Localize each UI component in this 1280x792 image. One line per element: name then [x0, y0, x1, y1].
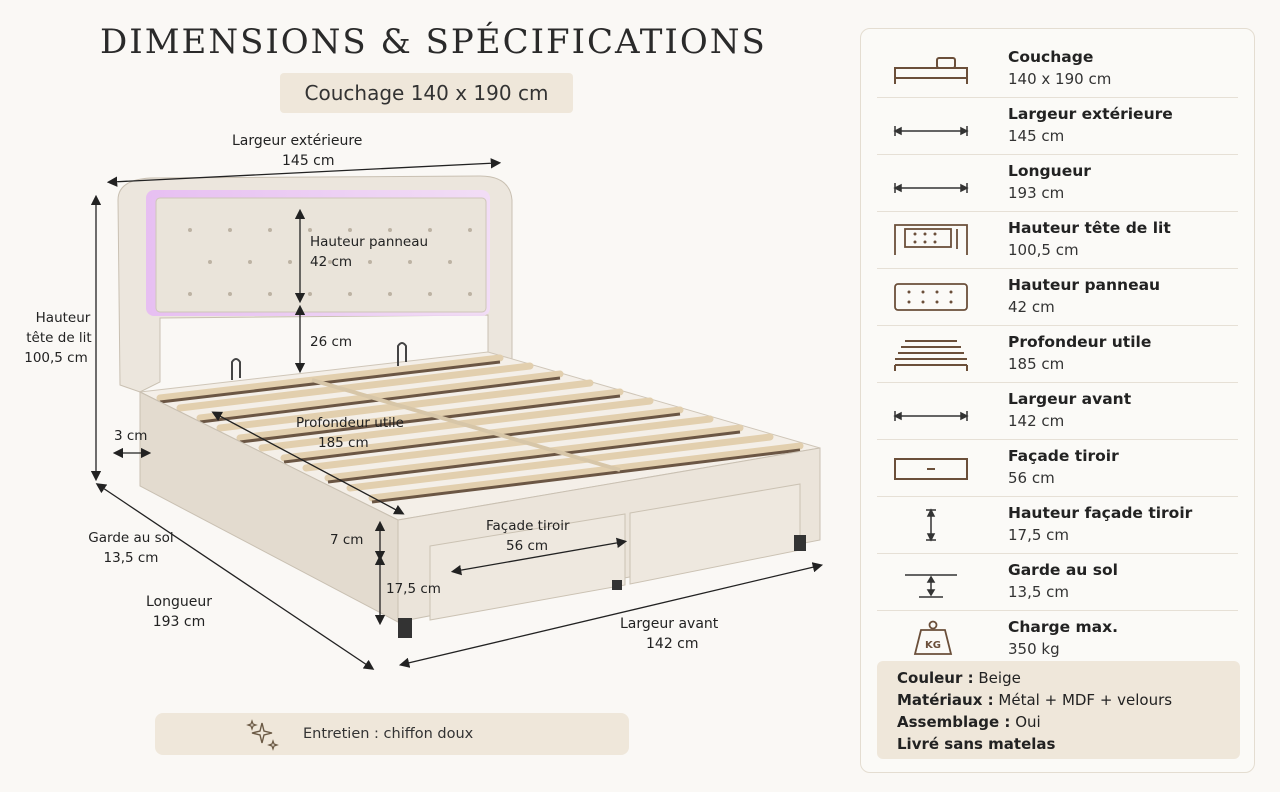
spec-name: Charge max. — [1008, 618, 1119, 636]
spec-row-facade-tiroir: Façade tiroir 56 cm — [877, 440, 1238, 497]
page-title: DIMENSIONS & SPÉCIFICATIONS — [100, 22, 767, 62]
spec-row-largeur-exterieure: Largeur extérieure 145 cm — [877, 98, 1238, 155]
usable-depth-value: 185 cm — [318, 435, 369, 451]
spec-panel: Couchage 140 x 190 cm Largeur extérieure… — [860, 28, 1255, 773]
color-label: Couleur : — [897, 669, 974, 687]
spec-value: 100,5 cm — [1008, 241, 1079, 259]
delivery-note: Livré sans matelas — [897, 735, 1056, 753]
ground-clearance-value: 13,5 cm — [103, 550, 159, 566]
spec-value: 13,5 cm — [1008, 583, 1070, 601]
material-label: Matériaux : — [897, 691, 994, 709]
vertical-arrow-icon — [926, 508, 936, 542]
clearance-icon — [905, 574, 957, 598]
headboard-icon — [894, 224, 968, 255]
width-arrow-icon — [893, 126, 969, 136]
width-outer-value: 145 cm — [282, 153, 335, 169]
top-rail-value: 7 cm — [330, 532, 364, 548]
couchage-badge: Couchage 140 x 190 cm — [280, 73, 573, 113]
spec-row-couchage: Couchage 140 x 190 cm — [877, 41, 1238, 98]
color-line: Couleur : Beige — [897, 667, 1220, 689]
spec-row-garde-sol: Garde au sol 13,5 cm — [877, 554, 1238, 611]
panel-icon — [894, 283, 968, 311]
panel-height-value: 42 cm — [310, 254, 353, 270]
spec-value: 185 cm — [1008, 355, 1065, 373]
material-value: Métal + MDF + velours — [998, 691, 1173, 709]
delivery-line: Livré sans matelas — [897, 733, 1220, 755]
spec-value: 193 cm — [1008, 184, 1065, 202]
material-line: Matériaux : Métal + MDF + velours — [897, 689, 1220, 711]
front-width-icon — [893, 411, 969, 421]
sparkle-icon — [246, 719, 279, 751]
spec-row-longueur: Longueur 193 cm — [877, 155, 1238, 212]
drawer-height-value: 17,5 cm — [386, 581, 441, 597]
headboard-height-label: Hauteur — [35, 310, 91, 326]
spec-row-hauteur-tete: Hauteur tête de lit 100,5 cm — [877, 212, 1238, 269]
spec-value: 145 cm — [1008, 127, 1065, 145]
spec-name: Largeur avant — [1008, 390, 1132, 408]
spec-name: Largeur extérieure — [1008, 105, 1173, 123]
spec-name: Hauteur panneau — [1008, 276, 1161, 294]
headboard-height-value: 100,5 cm — [24, 350, 88, 366]
spec-name: Profondeur utile — [1008, 333, 1152, 351]
assembly-label: Assemblage : — [897, 713, 1011, 731]
assembly-line: Assemblage : Oui — [897, 711, 1220, 733]
spec-name: Couchage — [1008, 48, 1094, 66]
spec-name: Hauteur façade tiroir — [1008, 504, 1193, 522]
gap-value: 26 cm — [310, 334, 353, 350]
spec-value: 140 x 190 cm — [1008, 70, 1112, 88]
weight-icon-text: KG — [925, 640, 941, 651]
ground-clearance-label: Garde au sol — [88, 530, 174, 546]
spec-name: Façade tiroir — [1008, 447, 1119, 465]
spec-name: Garde au sol — [1008, 561, 1118, 579]
color-value: Beige — [978, 669, 1021, 687]
spec-value: 17,5 cm — [1008, 526, 1070, 544]
product-info-box: Couleur : Beige Matériaux : Métal + MDF … — [877, 661, 1240, 759]
assembly-value: Oui — [1015, 713, 1041, 731]
spec-value: 56 cm — [1008, 469, 1055, 487]
slats-icon — [894, 340, 968, 371]
bed-illustration — [90, 158, 824, 670]
panel-height-label: Hauteur panneau — [310, 234, 429, 250]
spec-row-charge: KG Charge max. 350 kg — [877, 611, 1238, 668]
care-banner: Entretien : chiffon doux — [155, 713, 629, 755]
bed-icon — [894, 57, 968, 84]
length-value: 193 cm — [152, 614, 206, 630]
weight-icon: KG — [913, 620, 953, 655]
length-arrow-icon — [893, 183, 969, 193]
spec-row-hauteur-panneau: Hauteur panneau 42 cm — [877, 269, 1238, 326]
spec-row-hauteur-facade: Hauteur façade tiroir 17,5 cm — [877, 497, 1238, 554]
headboard-height-label2: tête de lit — [26, 330, 92, 346]
usable-depth-label: Profondeur utile — [296, 415, 404, 431]
spec-value: 42 cm — [1008, 298, 1055, 316]
front-width-label: Largeur avant — [620, 616, 719, 632]
side-thickness: 3 cm — [114, 428, 148, 444]
drawer-icon — [894, 458, 968, 480]
spec-value: 350 kg — [1008, 640, 1060, 658]
drawer-front-value: 56 cm — [506, 538, 549, 554]
bed-diagram: Largeur extérieure 145 cm Hauteur tête d… — [0, 120, 850, 680]
front-width-value: 142 cm — [646, 636, 699, 652]
width-outer-label: Largeur extérieure — [232, 133, 363, 149]
spec-row-largeur-avant: Largeur avant 142 cm — [877, 383, 1238, 440]
spec-name: Hauteur tête de lit — [1008, 219, 1171, 237]
spec-row-profondeur: Profondeur utile 185 cm — [877, 326, 1238, 383]
drawer-front-label: Façade tiroir — [486, 518, 570, 534]
length-label: Longueur — [146, 594, 212, 610]
care-text: Entretien : chiffon doux — [303, 726, 474, 742]
spec-name: Longueur — [1008, 162, 1091, 180]
spec-value: 142 cm — [1008, 412, 1065, 430]
